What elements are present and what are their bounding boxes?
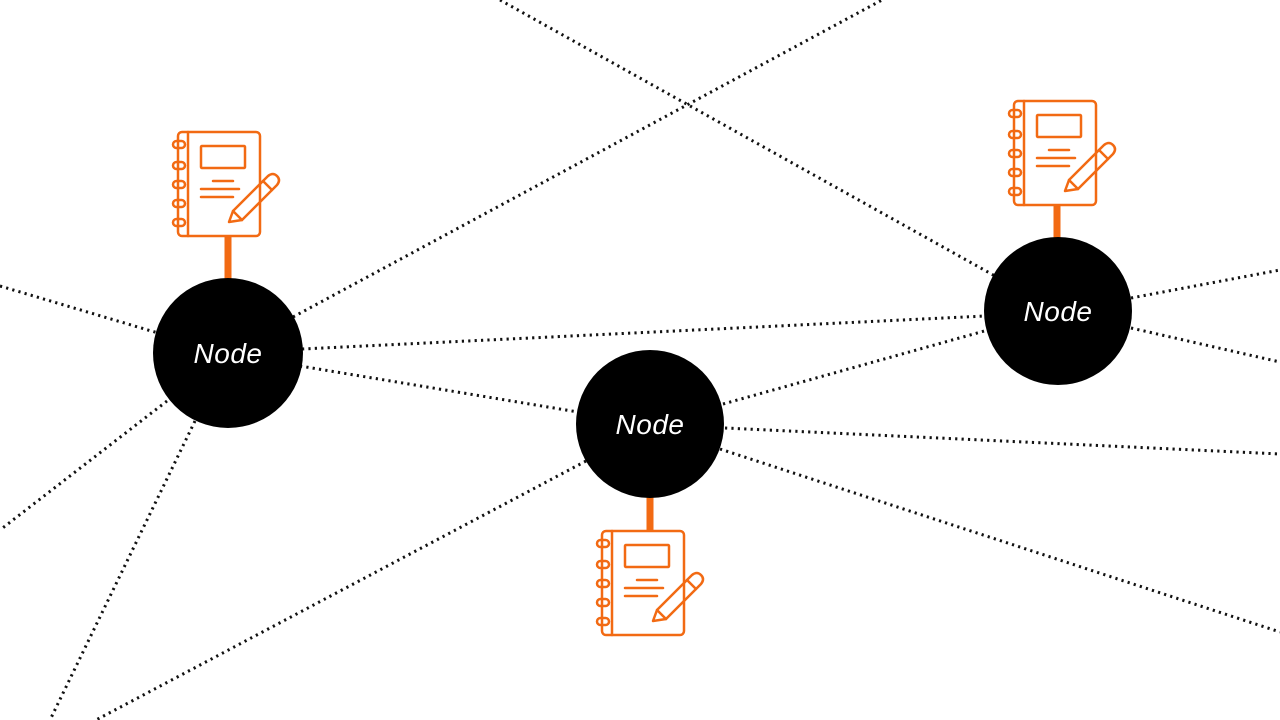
link-center-offscreen-southeast — [719, 447, 1280, 634]
node-label: Node — [1024, 296, 1093, 327]
link-left-offscreen-northeast — [292, 0, 883, 319]
link-left-to-right — [301, 314, 986, 351]
node-label: Node — [616, 409, 685, 440]
node-label: Node — [194, 338, 263, 369]
node-circle — [984, 237, 1132, 385]
link-left-offscreen-southwest — [0, 399, 168, 532]
node-circle — [153, 278, 303, 428]
node-circle — [576, 350, 724, 498]
link-left-offscreen-south — [48, 420, 197, 720]
link-left-to-center — [299, 364, 579, 414]
node-center[interactable]: Node — [576, 350, 724, 498]
link-center-offscreen-east — [724, 426, 1280, 456]
node-right[interactable]: Node — [984, 237, 1132, 385]
link-right-offscreen-northwest — [499, 0, 996, 278]
notebook-pencil-icon — [595, 529, 705, 637]
link-left-offscreen-west — [0, 284, 159, 335]
link-right-offscreen-east-upper — [1130, 268, 1280, 300]
notebook-pencil-icon — [171, 130, 281, 238]
link-right-offscreen-east-lower — [1130, 326, 1280, 364]
notebook-connectors — [224, 205, 1061, 531]
node-left[interactable]: Node — [153, 278, 303, 428]
link-center-offscreen-southwest — [95, 459, 587, 720]
notebook-pencil-icon — [1007, 99, 1117, 207]
link-center-to-right — [722, 328, 989, 406]
